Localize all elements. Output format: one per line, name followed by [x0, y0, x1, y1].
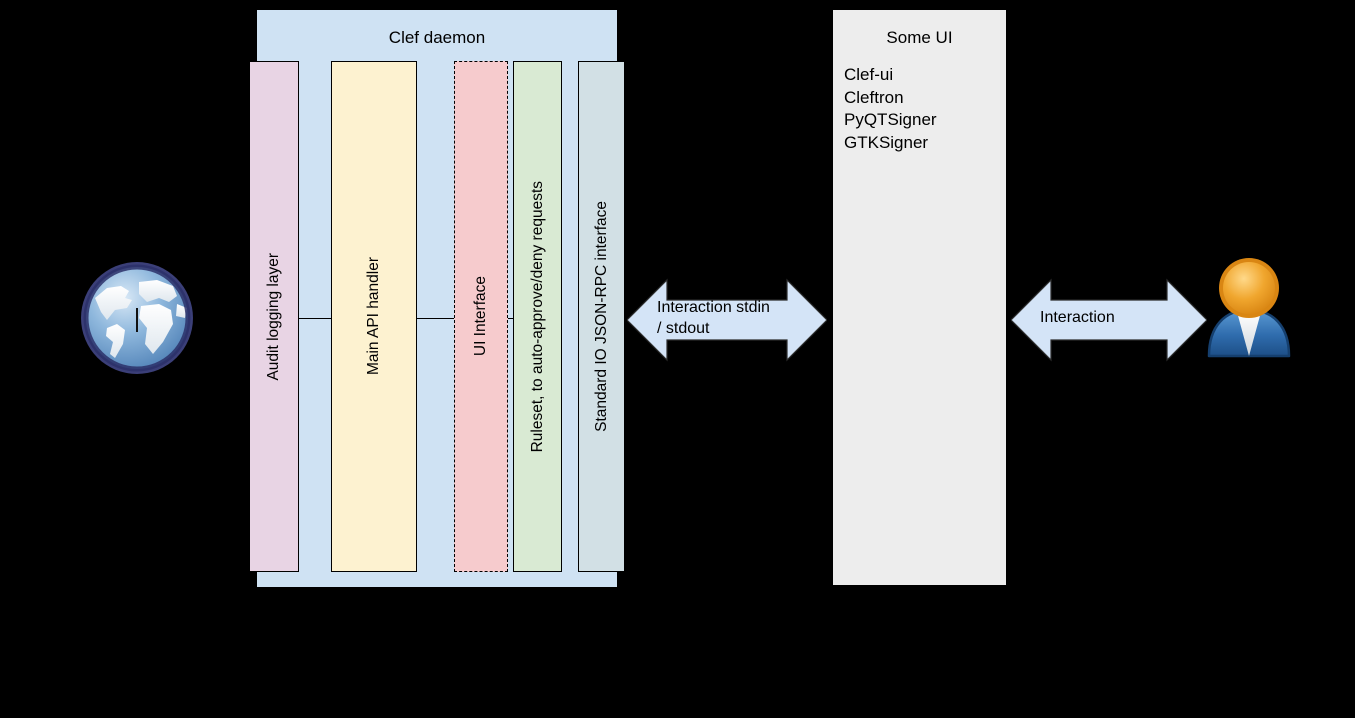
layer-audit-logging-label: Audit logging layer	[265, 252, 283, 381]
connector-api-ui	[416, 318, 455, 319]
some-ui-list: Clef-ui Cleftron PyQTSigner GTKSigner	[844, 64, 937, 154]
layer-main-api-handler[interactable]: Main API handler	[331, 61, 417, 572]
clef-daemon-title: Clef daemon	[388, 28, 486, 47]
layer-ruleset[interactable]: Ruleset, to auto-approve/deny requests	[513, 61, 562, 572]
stdio-arrow	[627, 277, 827, 363]
layer-ui-interface[interactable]: UI Interface	[454, 61, 508, 572]
clef-daemon-container: Clef daemon	[256, 9, 618, 588]
interaction-arrow-label: Interaction	[1040, 309, 1115, 326]
list-item: GTKSigner	[844, 132, 929, 152]
connector-ui-ruleset	[507, 318, 514, 319]
layer-standard-io-jsonrpc-label: Standard IO JSON-RPC interface	[592, 201, 610, 432]
connector-audit-api	[298, 318, 332, 319]
layer-ruleset-label: Ruleset, to auto-approve/deny requests	[528, 180, 546, 453]
some-ui-panel: Some UI Clef-ui Cleftron PyQTSigner GTKS…	[832, 9, 1007, 586]
user-icon	[1199, 252, 1299, 362]
layer-ui-interface-label: UI Interface	[472, 276, 490, 357]
layer-audit-logging[interactable]: Audit logging layer	[249, 61, 299, 572]
globe-icon	[77, 258, 197, 378]
layer-main-api-handler-label: Main API handler	[365, 257, 383, 376]
list-item: Clef-ui	[844, 65, 894, 84]
list-item: PyQTSigner	[844, 110, 937, 129]
stdio-arrow-label: Interaction stdin / stdout	[657, 299, 770, 337]
interaction-arrow	[1011, 277, 1207, 363]
some-ui-title: Some UI	[886, 28, 953, 47]
layer-standard-io-jsonrpc[interactable]: Standard IO JSON-RPC interface	[578, 61, 625, 572]
list-item: Cleftron	[844, 87, 904, 107]
